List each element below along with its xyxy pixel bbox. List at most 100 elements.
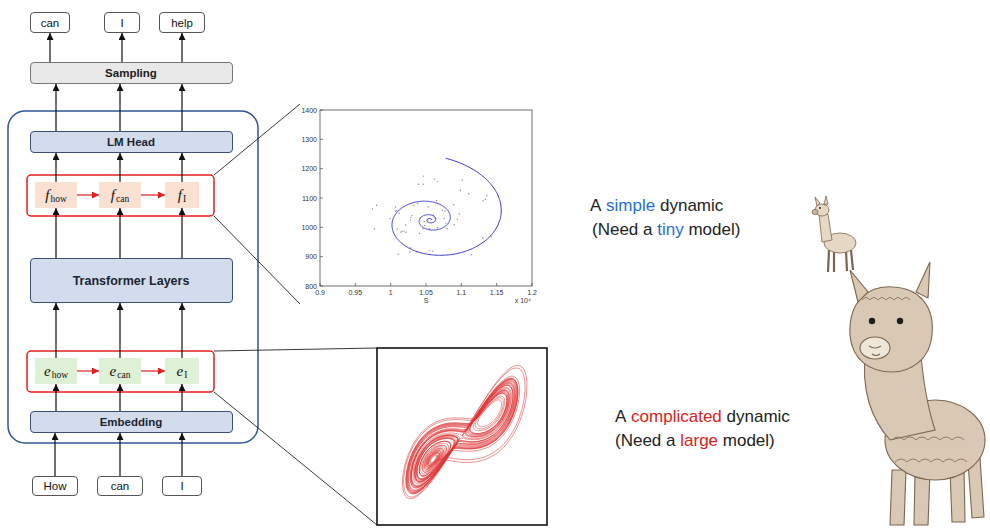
- tick-label: 1400: [301, 107, 317, 114]
- highlight-word: tiny: [657, 220, 683, 240]
- annotation-word: dynamic: [660, 196, 723, 216]
- scatter-dot: [437, 227, 438, 228]
- scatter-dot: [471, 254, 472, 255]
- embedding-box: Embedding: [30, 411, 233, 433]
- tick-label: 800: [305, 283, 317, 290]
- flow-arrow: [119, 303, 120, 358]
- flow-arrow: [55, 384, 56, 411]
- box-label: How: [43, 480, 66, 492]
- flow-arrow: [119, 433, 120, 476]
- tick-mark: [320, 139, 323, 140]
- small-alpaca: [812, 196, 856, 272]
- tick-label: 1.15: [490, 289, 504, 296]
- tick-mark: [390, 283, 391, 286]
- scatter-dot: [401, 231, 402, 232]
- annotation-word: model): [688, 220, 740, 240]
- flow-arrow: [181, 84, 182, 131]
- scatter-dot: [411, 215, 412, 216]
- state-subscript: how: [50, 194, 66, 204]
- flow-arrow: [55, 208, 56, 258]
- transformer-box: Transformer Layers: [30, 258, 233, 303]
- box-label: Transformer Layers: [73, 274, 190, 288]
- state-symbol: e: [44, 363, 51, 380]
- tick-mark: [320, 168, 323, 169]
- box-label: can: [111, 480, 130, 492]
- embedding-state: ecan: [99, 358, 141, 384]
- input-token: How: [32, 476, 78, 496]
- flow-arrow: [119, 208, 120, 258]
- feature-state: fcan: [99, 182, 141, 208]
- flow-arrow: [119, 84, 120, 131]
- annotation-word: A: [590, 196, 601, 216]
- lm-head-box: LM Head: [30, 131, 233, 153]
- axis-ticks: [320, 110, 532, 286]
- scatter-dot: [395, 211, 396, 212]
- scatter-dot: [434, 178, 435, 179]
- state-transition-arrow: [77, 194, 99, 195]
- scatter-dot: [410, 217, 411, 218]
- scatter-dot: [410, 219, 411, 220]
- tick-label: 1100: [302, 195, 317, 202]
- flow-arrow: [181, 303, 182, 358]
- scatter-dot: [413, 205, 414, 206]
- state-transition-arrow: [141, 370, 165, 371]
- axis-label: x 10⁴: [515, 297, 531, 304]
- output-token: I: [104, 12, 140, 33]
- scatter-dot: [372, 208, 373, 209]
- state-symbol: f: [111, 187, 115, 204]
- tick-label: 1000: [301, 224, 317, 231]
- flow-arrow: [181, 433, 182, 476]
- scatter-dot: [485, 199, 486, 200]
- scatter-dot: [468, 193, 469, 194]
- scatter-dot: [409, 251, 410, 252]
- box-label: I: [120, 17, 123, 29]
- tick-label: 1300: [301, 136, 317, 143]
- sampling-box: Sampling: [30, 62, 233, 84]
- scatter-dot: [486, 195, 487, 196]
- box-label: Sampling: [105, 67, 157, 79]
- state-symbol: f: [45, 187, 49, 204]
- tick-label: 1: [389, 289, 393, 296]
- scatter-dot: [398, 254, 399, 255]
- annotation-line: Asimpledynamic: [590, 196, 728, 216]
- embedding-state: ehow: [35, 358, 77, 384]
- zoom-line: [214, 348, 377, 351]
- tick-label: 1.2: [527, 289, 537, 296]
- tick-label: 900: [305, 253, 317, 260]
- flow-arrow: [181, 208, 182, 258]
- tick-mark: [320, 198, 323, 199]
- axis-label: S: [424, 297, 429, 304]
- scatter-dot: [457, 219, 458, 220]
- scatter-dot: [400, 231, 401, 232]
- scatter-dot: [482, 200, 483, 201]
- scatter-dot: [423, 175, 424, 176]
- output-token: help: [159, 12, 205, 33]
- flow-arrow: [181, 153, 182, 182]
- annotation-word: A: [615, 407, 626, 427]
- scatter-dot: [453, 204, 454, 205]
- flow-arrow: [181, 33, 182, 62]
- scatter-dot: [459, 213, 460, 214]
- scatter-dot: [403, 230, 404, 231]
- annotation-word: dynamic: [727, 407, 790, 427]
- tick-label: 1200: [301, 165, 317, 172]
- scatter-dot: [429, 250, 430, 251]
- state-subscript: can: [116, 194, 129, 204]
- scatter-dot: [461, 180, 462, 181]
- scatter-dot: [423, 184, 424, 185]
- tick-mark: [320, 286, 323, 287]
- annotation-word: (Need a: [615, 431, 675, 451]
- attractor-frame: [377, 348, 547, 525]
- flow-arrow: [119, 384, 120, 411]
- large-alpaca: [850, 262, 985, 525]
- state-subscript: can: [117, 370, 130, 380]
- scatter-dot: [428, 206, 429, 207]
- flow-arrow: [121, 33, 122, 62]
- embedding-state: eI: [165, 358, 199, 384]
- flow-arrow: [49, 33, 50, 62]
- scatter-dot: [432, 250, 433, 251]
- state-subscript: I: [183, 194, 186, 204]
- scatter-dot: [424, 221, 425, 222]
- flow-arrow: [55, 303, 56, 358]
- model-container: [8, 111, 258, 443]
